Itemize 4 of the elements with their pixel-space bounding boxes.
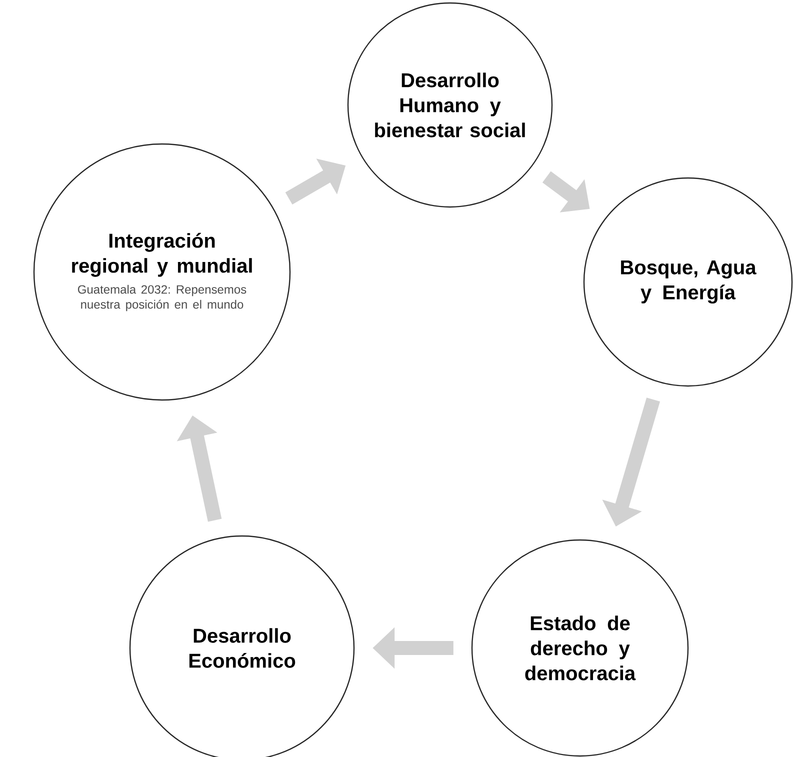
circle-node: Estado de derecho y democracia bbox=[471, 539, 689, 757]
circle-node: Integración regional y mundial Guatemala 2032: Repensemos nuestra posición en el mundo bbox=[33, 143, 291, 401]
circle-node: Desarrollo Humano y bienestar social bbox=[347, 2, 553, 208]
circle-node: Bosque, Agua y Energía bbox=[583, 177, 793, 387]
